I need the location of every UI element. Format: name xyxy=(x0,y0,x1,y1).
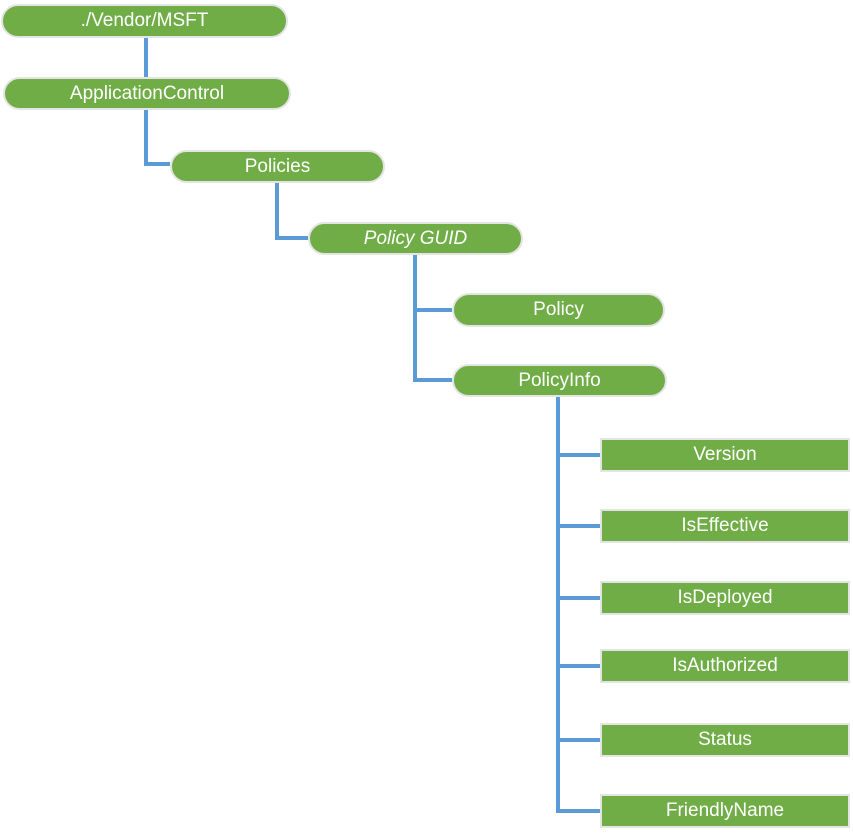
node-friendly-name: FriendlyName xyxy=(600,794,850,828)
node-is-effective: IsEffective xyxy=(600,509,850,543)
node-status: Status xyxy=(600,723,850,757)
node-policies: Policies xyxy=(170,150,385,183)
node-is-deployed: IsDeployed xyxy=(600,581,850,615)
node-is-authorized: IsAuthorized xyxy=(600,649,850,683)
node-vendor-msft: ./Vendor/MSFT xyxy=(1,4,288,38)
connector-policyinfo-trunk xyxy=(556,397,600,813)
connector-appcontrol-to-policies xyxy=(144,110,170,166)
node-version: Version xyxy=(600,438,850,472)
connector-policies-to-policyguid xyxy=(275,183,308,240)
node-policy-guid: Policy GUID xyxy=(308,222,523,255)
node-application-control: ApplicationControl xyxy=(3,77,291,110)
connector-policyguid-trunk xyxy=(413,255,452,382)
node-policy: Policy xyxy=(452,293,665,327)
node-policy-info: PolicyInfo xyxy=(452,364,667,397)
